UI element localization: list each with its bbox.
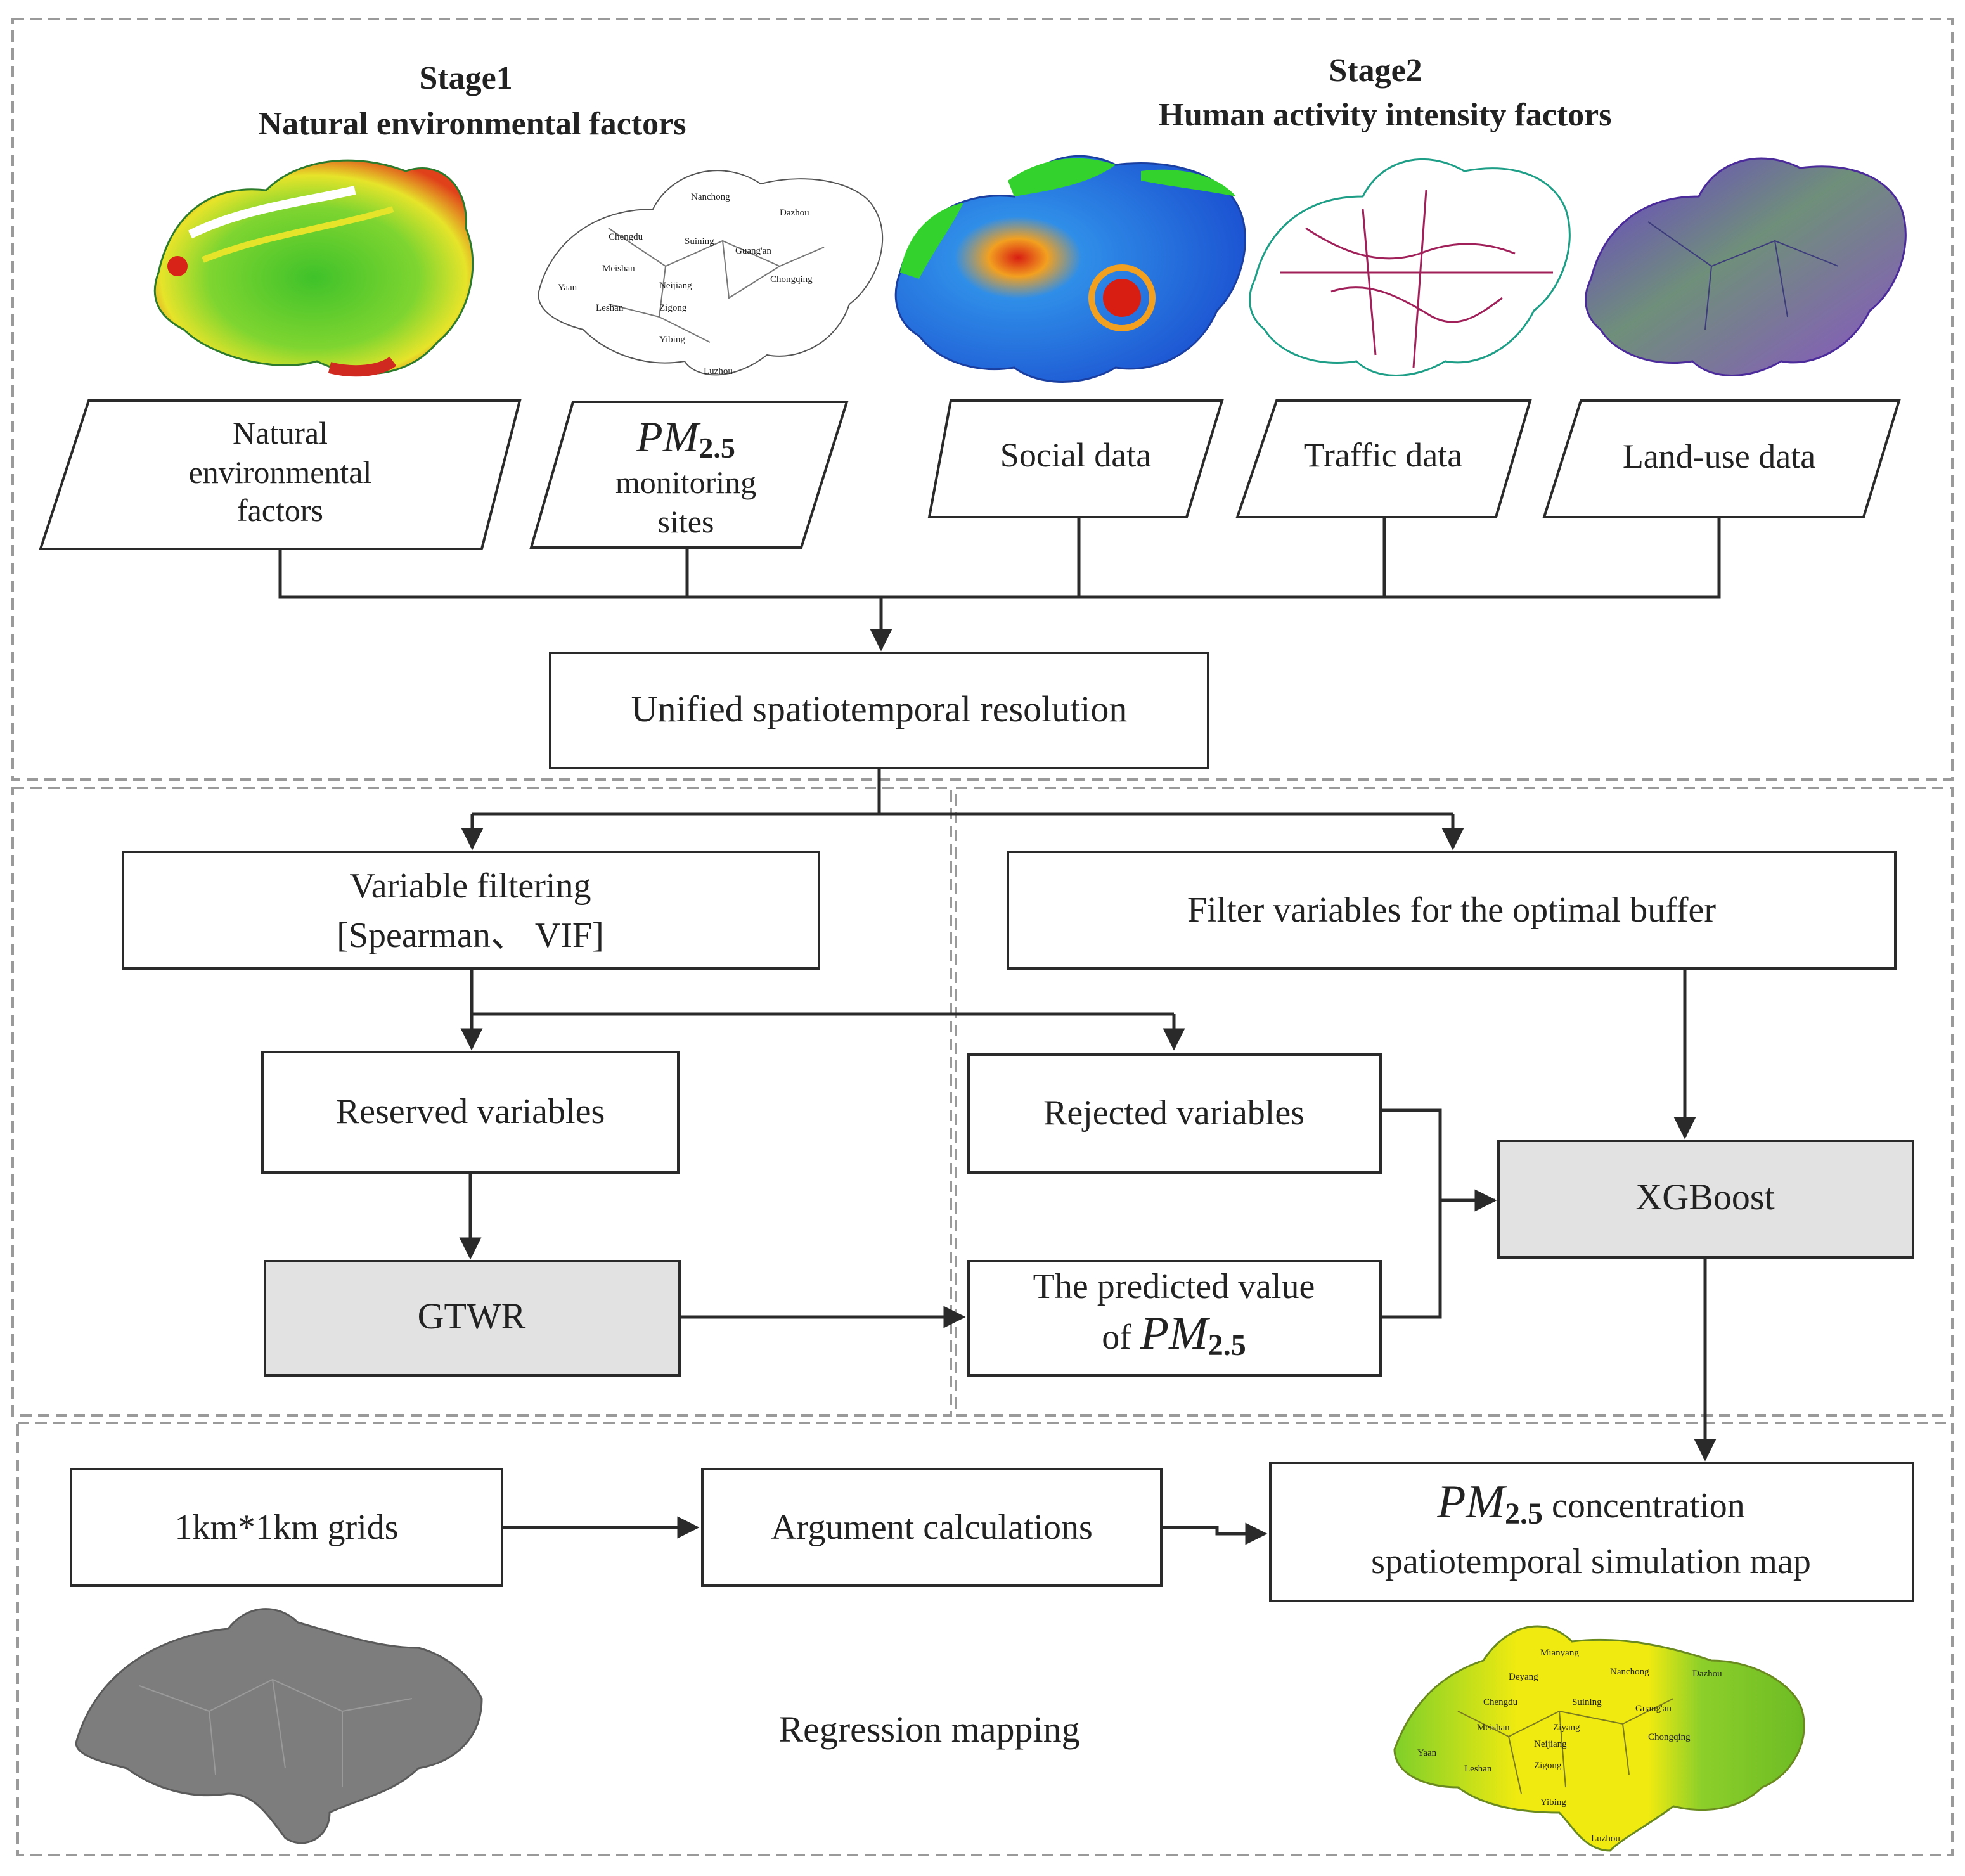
stage2-label: Stage2	[1329, 53, 1422, 89]
pm25-sites-line3: sites	[658, 504, 714, 539]
map-label: Neijiang	[659, 281, 692, 291]
stage2-title: Human activity intensity factors	[1159, 97, 1612, 133]
map-label: Suining	[1572, 1697, 1602, 1707]
map-label: Leshan	[1464, 1764, 1492, 1774]
map-label: Leshan	[596, 303, 624, 313]
natural-factors-line1: Natural	[233, 415, 328, 451]
landuse-data-label: Land-use data	[1623, 437, 1815, 475]
social-data-label: Social data	[1000, 436, 1151, 474]
map-label: Zigong	[1534, 1761, 1562, 1771]
argument-calculations-label: Argument calculations	[771, 1508, 1093, 1547]
connector-filtering-split	[470, 968, 1174, 1016]
map-label: Yibing	[1540, 1797, 1566, 1808]
connector-inputs-merge	[278, 517, 1721, 599]
traffic-data-label: Traffic data	[1304, 436, 1462, 474]
result-map-line1: PM2.5 concentration	[1436, 1476, 1745, 1531]
unified-resolution-label: Unified spatiotemporal resolution	[631, 688, 1128, 729]
panel-regression-mapping	[16, 1422, 1954, 1856]
map-label: Meishan	[1477, 1723, 1510, 1733]
rejected-variables-label: Rejected variables	[1043, 1093, 1305, 1133]
natural-factors-map-icon	[153, 159, 474, 377]
map-label: Chengdu	[1483, 1697, 1518, 1707]
map-label: Chongqing	[1648, 1732, 1691, 1742]
traffic-data-input	[1235, 399, 1532, 518]
map-label: Dazhou	[1692, 1669, 1722, 1679]
predicted-value-line1: The predicted value	[1033, 1267, 1315, 1306]
panel-left-model	[11, 787, 952, 1417]
map-label: Nanchong	[1610, 1667, 1649, 1677]
map-label: Chongqing	[770, 274, 813, 285]
map-label: Guang'an	[1635, 1704, 1672, 1714]
pm25-sites-input	[529, 401, 849, 549]
natural-factors-line3: factors	[237, 492, 323, 528]
map-label: Mianyang	[1540, 1648, 1579, 1658]
map-label: Neijiang	[1534, 1739, 1567, 1749]
arrow-argument-to-result	[1161, 1522, 1268, 1545]
social-data-input	[927, 399, 1224, 518]
filter-buffer-box	[1007, 851, 1897, 970]
variable-filtering-line1: Variable filtering	[350, 866, 591, 906]
result-map-icon: Mianyang Deyang Nanchong Dazhou Chengdu …	[1393, 1625, 1805, 1852]
landuse-data-input	[1542, 399, 1901, 518]
xgboost-box	[1497, 1140, 1914, 1259]
map-label: Deyang	[1509, 1672, 1538, 1682]
social-data-map-icon	[894, 155, 1246, 383]
variable-filtering-line2: [Spearman、 VIF]	[337, 916, 603, 955]
xgboost-label: XGBoost	[1635, 1176, 1774, 1217]
gtwr-label: GTWR	[418, 1295, 526, 1337]
traffic-map-icon	[1249, 158, 1571, 376]
panel-data-collection	[11, 18, 1954, 781]
grid-map-icon	[75, 1608, 483, 1844]
map-label: Ziyang	[1553, 1723, 1580, 1733]
map-label: Guang'an	[735, 246, 771, 256]
landuse-map-icon	[1585, 157, 1907, 376]
result-map-line2: spatiotemporal simulation map	[1371, 1542, 1811, 1581]
map-label: Meishan	[602, 264, 635, 274]
pm25-sites-line2: monitoring	[615, 465, 756, 500]
map-label: Chengdu	[609, 232, 643, 242]
reserved-variables-label: Reserved variables	[336, 1092, 605, 1131]
predicted-value-line2: of PM2.5	[1102, 1307, 1246, 1362]
pm25-sites-title: PM2.5	[636, 413, 735, 464]
map-label: Nanchong	[691, 192, 730, 202]
result-map-box	[1269, 1462, 1914, 1602]
map-label: Dazhou	[780, 208, 809, 218]
map-label: Yaan	[1417, 1748, 1437, 1758]
map-label: Luzhou	[704, 366, 733, 376]
variable-filtering-box	[122, 851, 820, 970]
grids-label: 1km*1km grids	[174, 1508, 398, 1547]
natural-factors-line2: environmental	[189, 454, 372, 490]
map-label: Luzhou	[1591, 1834, 1620, 1844]
regression-mapping-label: Regression mapping	[778, 1709, 1079, 1750]
connector-to-xgboost	[1381, 1108, 1495, 1319]
natural-factors-input	[39, 399, 522, 550]
grids-box	[70, 1468, 503, 1587]
map-label: Yibing	[659, 335, 685, 345]
connector-unified-split	[472, 768, 1453, 816]
stage1-label: Stage1	[419, 60, 512, 96]
stage1-title: Natural environmental factors	[259, 106, 686, 142]
unified-resolution-box	[549, 652, 1209, 769]
pm25-sites-map-icon: Nanchong Dazhou Chengdu Suining Guang'an…	[538, 170, 884, 376]
panel-right-model	[955, 787, 1954, 1417]
reserved-variables-box	[261, 1051, 680, 1174]
map-label: Yaan	[558, 283, 577, 293]
rejected-variables-box	[967, 1053, 1382, 1174]
map-label: Suining	[685, 236, 714, 247]
predicted-value-box	[967, 1260, 1382, 1377]
filter-buffer-label: Filter variables for the optimal buffer	[1187, 890, 1716, 930]
map-label: Zigong	[659, 303, 687, 313]
argument-calculations-box	[701, 1468, 1163, 1587]
gtwr-box	[264, 1260, 681, 1377]
